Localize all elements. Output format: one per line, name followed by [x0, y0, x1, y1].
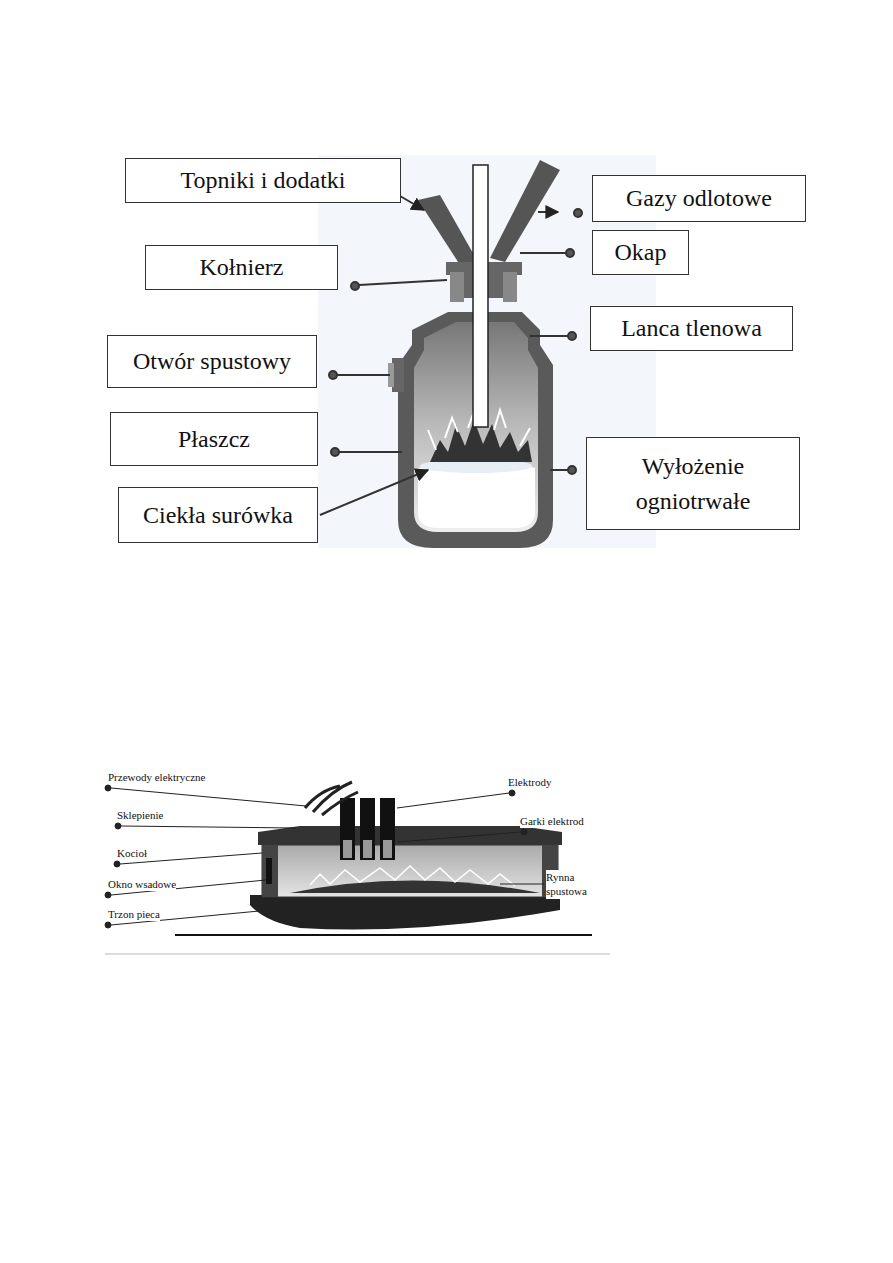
label-box: Kołnierz: [145, 245, 338, 290]
leader-lines: [105, 785, 544, 928]
part-name: Okap: [615, 235, 667, 270]
arc-furnace-drawing: [105, 755, 610, 955]
label-box: Otwór spustowy: [107, 335, 317, 388]
label-box: Ciekła surówka: [118, 487, 318, 543]
part-name: Okno wsadowe: [108, 877, 176, 891]
part-name: Sklepienie: [117, 808, 163, 822]
part-name: Elektrody: [508, 775, 551, 789]
part-name: Lanca tlenowa: [621, 311, 762, 346]
part-name: Topniki i dodatki: [181, 163, 346, 198]
part-name: Gazy odlotowe: [626, 181, 772, 216]
part-name: Kocioł: [117, 846, 147, 860]
part-name: Garki elektrod: [520, 814, 584, 828]
label-box: Gazy odlotowe: [592, 175, 806, 222]
label-box: Lanca tlenowa: [590, 306, 793, 351]
leader-lines: [320, 196, 582, 515]
part-name: Otwór spustowy: [133, 344, 291, 379]
label-box: Wyłożenie ogniotrwałe: [586, 437, 800, 530]
part-name: Wyłożenie ogniotrwałe: [597, 449, 789, 519]
part-name: Ciekła surówka: [143, 498, 293, 533]
label-box: Topniki i dodatki: [125, 158, 401, 203]
label-box: Okap: [592, 230, 689, 275]
part-name: Rynna spustowa: [546, 870, 606, 899]
part-name: Trzon pieca: [108, 907, 160, 921]
part-name: Przewody elektryczne: [108, 770, 205, 784]
part-name: Kołnierz: [200, 250, 284, 285]
part-name: Płaszcz: [178, 422, 250, 457]
label-box: Płaszcz: [110, 412, 318, 466]
